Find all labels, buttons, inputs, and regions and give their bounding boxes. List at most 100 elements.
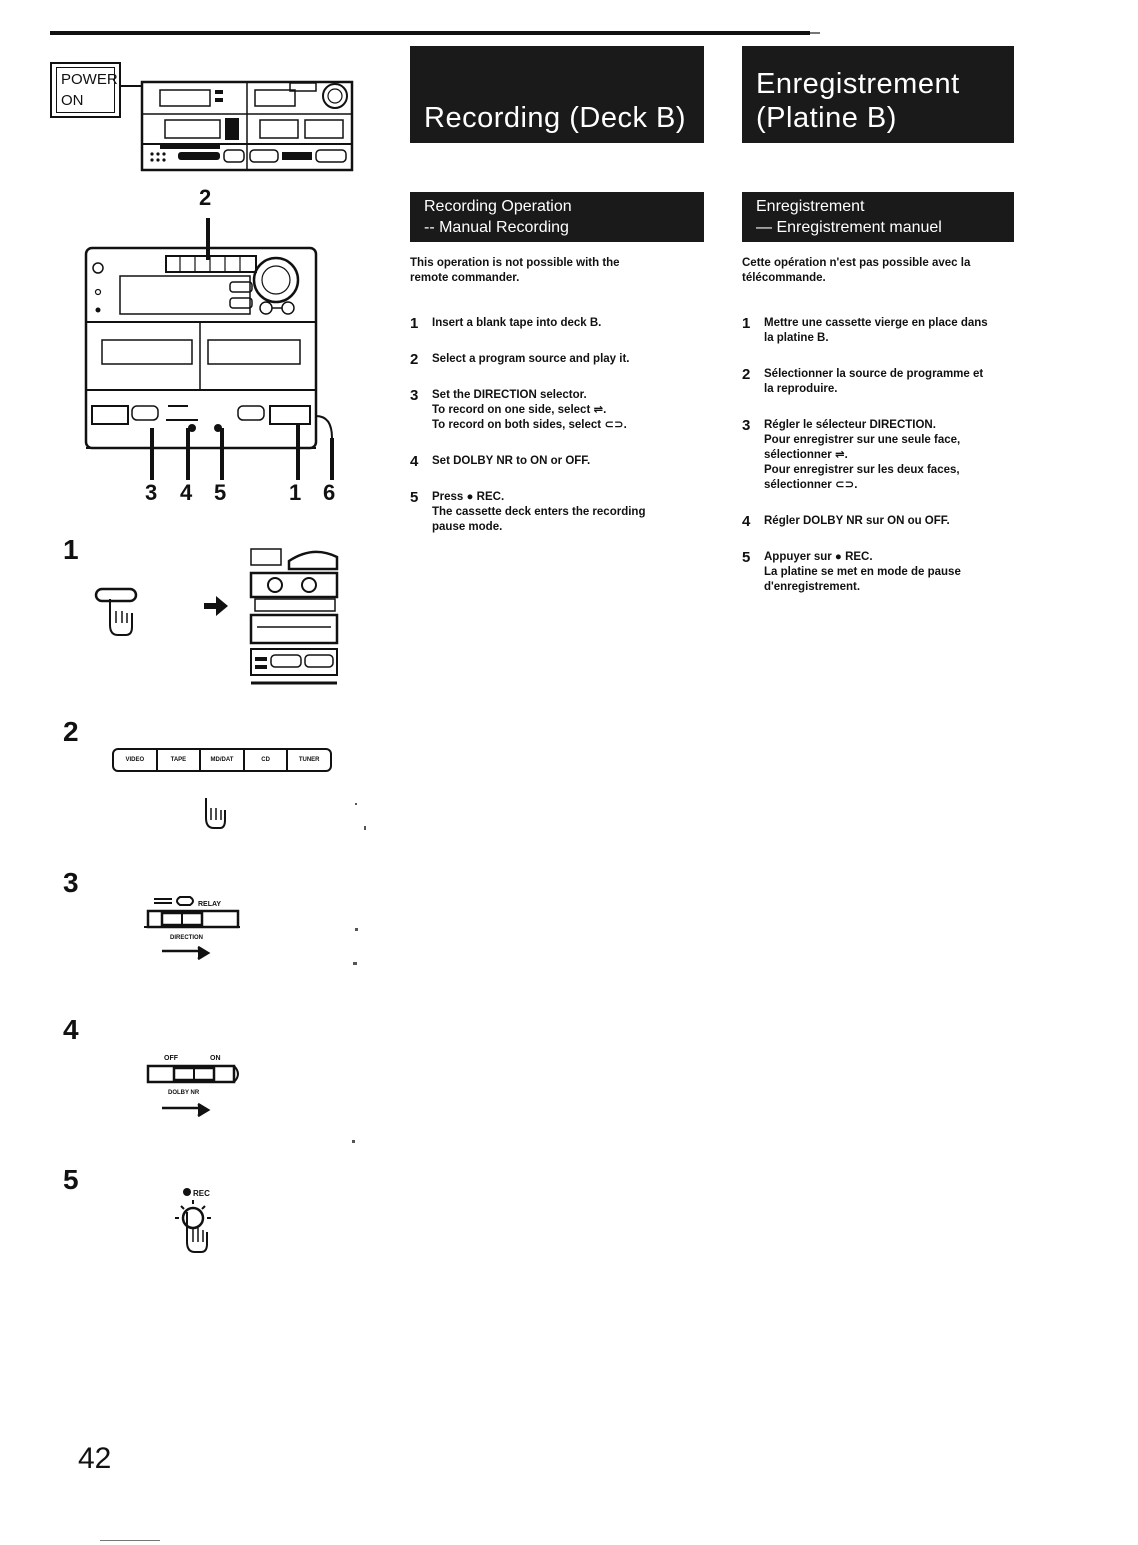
english-step-5-number: 5 [410,489,419,506]
scan-speck [352,1140,355,1143]
french-subtitle-line2: — Enregistrement manuel [756,219,942,236]
english-step-2-number: 2 [410,351,419,368]
french-step-5-sub2: d'enregistrement. [764,581,861,593]
french-step-2: 2 Sélectionner la source de programme et… [742,367,1027,397]
english-step-4-number: 4 [410,453,419,470]
figure-step-5-number: 5 [63,1164,79,1195]
english-step-3: 3 Set the DIRECTION selector. To record … [410,388,710,433]
english-step-3-number: 3 [410,387,419,404]
top-rule [50,31,810,35]
french-step-2-number: 2 [742,366,751,383]
french-step-3: 3 Régler le sélecteur DIRECTION. Pour en… [742,418,1027,493]
english-step-2: 2 Select a program source and play it. [410,352,710,367]
french-step-5-number: 5 [742,549,751,566]
dolby-off-label: OFF [164,1055,179,1062]
french-step-3-number: 3 [742,417,751,434]
english-step-3-text: Set the DIRECTION selector. [432,389,587,401]
english-step-4: 4 Set DOLBY NR to ON or OFF. [410,454,710,469]
french-step-2-sub1: la reproduire. [764,383,838,395]
english-step-1: 1 Insert a blank tape into deck B. [410,316,710,331]
english-note-line1: This operation is not possible with the [410,257,620,269]
dolby-on-label: ON [210,1055,221,1062]
french-step-1-number: 1 [742,315,751,332]
figure-step-2-number: 2 [63,716,79,747]
english-subtitle-line1: Recording Operation [424,198,572,215]
callout-6: 6 [323,480,336,505]
french-step-5-text: Appuyer sur ● REC. [764,551,873,563]
french-subtitle-banner: Enregistrement — Enregistrement manuel [742,192,1014,242]
english-title: Recording (Deck B) [424,102,687,134]
english-step-2-text: Select a program source and play it. [432,353,630,365]
english-note-line2: remote commander. [410,272,520,284]
direction-selector-illustration: RELAY DIRECTION [144,896,240,961]
french-step-1: 1 Mettre une cassette vierge en place da… [742,316,1027,346]
french-step-1-text: Mettre une cassette vierge en place dans [764,317,988,329]
relay-label: RELAY [198,901,221,908]
french-step-5-sub1: La platine se met en mode de pause [764,566,961,578]
bottom-rule-mark [100,1540,160,1541]
french-note-line1: Cette opération n'est pas possible avec … [742,257,971,269]
english-step-5: 5 Press ● REC. The cassette deck enters … [410,490,710,535]
figure-step-3-number: 3 [63,867,79,898]
english-step-4-text: Set DOLBY NR to ON or OFF. [432,455,591,467]
french-step-1-sub1: la platine B. [764,332,829,344]
callout-3: 3 [145,480,158,505]
english-step-1-text: Insert a blank tape into deck B. [432,317,602,329]
direction-label: DIRECTION [170,935,203,941]
english-step-5-sub1: The cassette deck enters the recording [432,506,646,518]
english-title-banner: Recording (Deck B) [410,46,704,143]
french-step-4-text: Régler DOLBY NR sur ON ou OFF. [764,515,950,527]
pointing-hand-icon [205,798,226,829]
english-step-1-number: 1 [410,315,419,332]
scan-speck [364,826,366,830]
callout-4: 4 [180,480,193,505]
callout-5: 5 [214,480,227,505]
english-subtitle-banner: Recording Operation -- Manual Recording [410,192,704,242]
md-dat-button[interactable]: MD/DAT [201,750,245,770]
callout-1: 1 [289,480,302,505]
french-step-3-sub4: sélectionner ⊂⊃. [764,479,858,491]
dolby-nr-switch-illustration: OFF ON DOLBY NR [146,1055,239,1118]
french-subtitle-line1: Enregistrement [756,198,865,215]
english-step-3-sub1: To record on one side, select ⇌. [432,404,607,416]
on-label: ON [61,92,84,109]
figure-step-1-number: 1 [63,534,79,565]
stereo-overview-illustration [120,80,354,172]
french-body: Cette opération n'est pas possible avec … [742,256,1027,595]
page-number: 42 [78,1442,112,1475]
french-step-4: 4 Régler DOLBY NR sur ON ou OFF. [742,514,1027,529]
dolby-nr-label: DOLBY NR [168,1090,200,1096]
english-step-5-text: Press ● REC. [432,491,505,503]
arrow-right-icon [204,596,228,616]
french-step-3-text: Régler le sélecteur DIRECTION. [764,419,936,431]
french-step-3-sub1: Pour enregistrer sur une seule face, [764,434,961,446]
rec-button-press-illustration: REC [175,1188,211,1253]
cd-button[interactable]: CD [245,750,289,770]
stereo-front-panel-illustration [84,218,334,480]
eject-button-press-illustration [94,587,138,636]
scan-speck [355,803,357,805]
scan-speck [355,928,358,931]
power-on-label: POWER ON [50,62,121,118]
french-step-2-text: Sélectionner la source de programme et [764,368,984,380]
english-step-5-sub2: pause mode. [432,521,503,533]
french-step-3-sub3: Pour enregistrer sur les deux faces, [764,464,960,476]
english-body: This operation is not possible with the … [410,256,710,535]
video-button[interactable]: VIDEO [114,750,158,770]
rec-label: REC [193,1189,210,1198]
tape-button[interactable]: TAPE [158,750,202,770]
french-title-banner: Enregistrement (Platine B) [742,46,1014,143]
french-step-5: 5 Appuyer sur ● REC. La platine se met e… [742,550,1027,595]
callout-2: 2 [199,185,212,210]
french-note-line2: télécommande. [742,272,826,284]
power-label: POWER [61,71,118,88]
source-button-row: VIDEO TAPE MD/DAT CD TUNER [112,748,332,772]
french-title-line2: (Platine B) [756,102,897,134]
french-step-3-sub2: sélectionner ⇌. [764,449,848,461]
english-subtitle-line2: -- Manual Recording [424,219,569,236]
french-title-line1: Enregistrement [756,68,960,100]
top-rule-dots [810,32,820,34]
tuner-button[interactable]: TUNER [298,757,320,763]
english-step-3-sub2: To record on both sides, select ⊂⊃. [432,419,627,431]
deck-b-insert-tape-illustration [249,548,339,685]
